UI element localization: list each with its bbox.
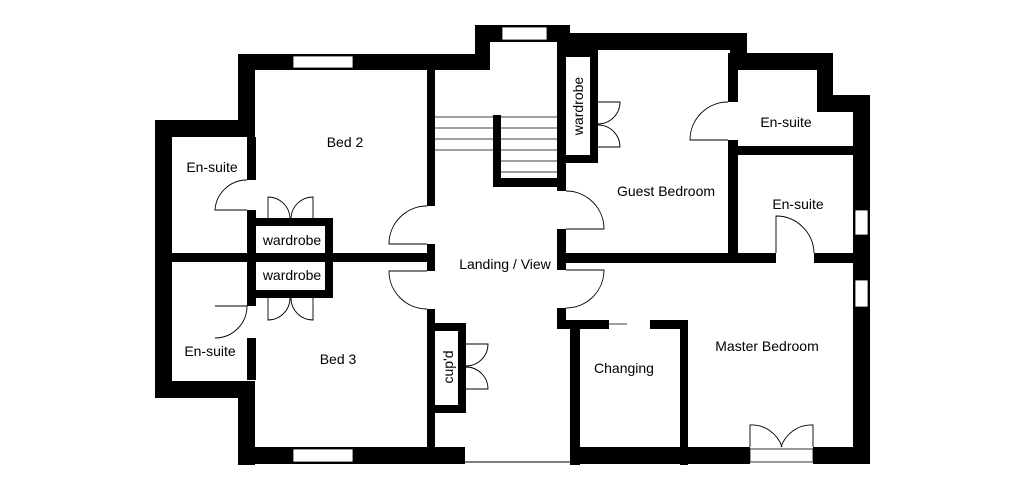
window-stair <box>501 26 548 41</box>
label-ensuite-right-top: En-suite <box>760 114 812 130</box>
stairs <box>435 116 570 463</box>
label-wardrobe-bed2: wardrobe <box>262 232 322 248</box>
label-bed2: Bed 2 <box>327 134 364 150</box>
label-ensuite-left-top: En-suite <box>186 159 238 175</box>
window-master-bottom <box>749 448 814 463</box>
window-ensuite <box>854 209 869 236</box>
label-wardrobe-bed3: wardrobe <box>262 267 322 283</box>
room-labels: Bed 2 En-suite wardrobe wardrobe En-suit… <box>184 77 824 384</box>
window-master <box>854 279 869 308</box>
window-bed3 <box>292 448 354 463</box>
label-wardrobe-guest: wardrobe <box>570 77 586 137</box>
label-guest-bedroom: Guest Bedroom <box>617 183 715 199</box>
label-ensuite-right-bottom: En-suite <box>772 196 824 212</box>
label-cupboard: cup'd <box>440 350 456 383</box>
label-ensuite-left-bottom: En-suite <box>184 343 236 359</box>
label-changing: Changing <box>594 360 654 376</box>
label-bed3: Bed 3 <box>320 351 357 367</box>
label-landing: Landing / View <box>459 256 551 272</box>
doors <box>214 101 815 448</box>
window-bed2 <box>292 55 354 69</box>
label-master-bedroom: Master Bedroom <box>715 338 818 354</box>
windows <box>292 26 869 463</box>
